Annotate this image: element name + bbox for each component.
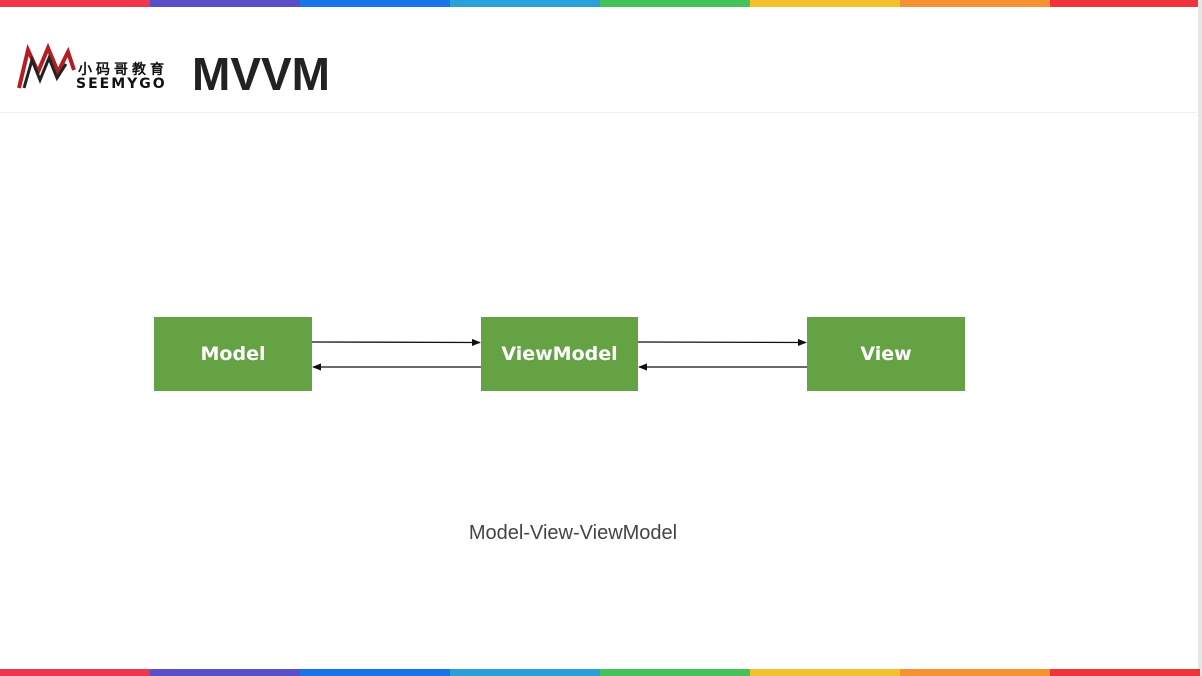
bottom-color-stripe <box>0 669 1200 676</box>
header-divider <box>0 112 1198 113</box>
arrow-model-to-viewmodel <box>311 338 481 347</box>
seemygo-logo: 小码哥教育 SEEMYGO <box>16 40 176 96</box>
arrow-viewmodel-to-view <box>637 338 807 347</box>
viewmodel-node: ViewModel <box>481 317 638 391</box>
mountain-logo-icon <box>17 42 76 89</box>
page-title: MVVM <box>192 48 330 100</box>
logo-english-text: SEEMYGO <box>76 76 167 92</box>
view-node: View <box>807 317 965 391</box>
model-node: Model <box>154 317 312 391</box>
logo-chinese-text: 小码哥教育 <box>78 62 168 78</box>
slide-edge <box>1198 0 1202 676</box>
diagram-caption: Model-View-ViewModel <box>468 522 678 544</box>
top-color-stripe <box>0 0 1200 7</box>
